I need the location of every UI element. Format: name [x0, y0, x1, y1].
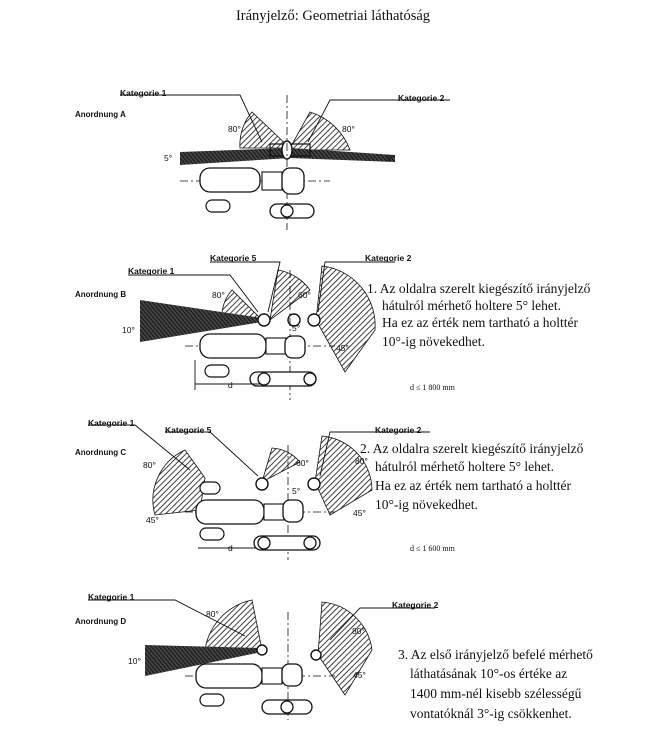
- angle-label: 60°: [298, 290, 311, 300]
- visibility-sector: [180, 148, 290, 165]
- wheel: [195, 663, 263, 689]
- wheel: [195, 499, 265, 525]
- visibility-sector: [289, 111, 351, 151]
- angle-label: 80°: [228, 124, 241, 134]
- note-line: hátulról mérhető holtere 5° lehet.: [382, 298, 561, 313]
- arrangement-label: Anordnung C: [75, 448, 127, 457]
- category-label: Kategorie 1: [88, 592, 135, 602]
- angle-label: 80°: [212, 290, 225, 300]
- arrangement-d-drawing: [88, 599, 435, 720]
- note-line: 2. Az oldalra szerelt kiegészítő irányje…: [360, 441, 584, 456]
- visibility-sector: [261, 447, 301, 483]
- angle-label: 80°: [352, 626, 365, 636]
- note-line: láthatásának 10°-os értéke az: [410, 666, 568, 681]
- angle-label: 80°: [355, 456, 368, 466]
- wheel: [199, 693, 225, 707]
- wheel: [253, 535, 321, 551]
- category-label: Kategorie 5: [165, 425, 212, 435]
- wheel: [199, 167, 261, 193]
- wheel: [281, 167, 305, 195]
- arrangement-c-drawing: [88, 424, 430, 560]
- category-label: Kategorie 2: [375, 425, 422, 435]
- arrangement-label: Anordnung A: [75, 110, 126, 119]
- angle-label: 80°: [143, 460, 156, 470]
- visibility-sector: [239, 111, 292, 149]
- arrangement-label: Anordnung B: [75, 290, 127, 299]
- note-line: Ha ez az érték nem tartható a holttér: [375, 478, 572, 493]
- angle-label: 10°: [128, 656, 141, 666]
- note-line: vontatóknál 3°-ig csökkenhet.: [410, 706, 572, 721]
- angle-label: 5°: [292, 486, 301, 496]
- lamp: [257, 313, 271, 327]
- category-label: Kategorie 1: [128, 266, 175, 276]
- visibility-sector: [317, 601, 373, 696]
- lamp: [255, 477, 269, 491]
- category-label: Kategorie 2: [365, 253, 412, 263]
- lamp: [307, 477, 321, 491]
- angle-label: 45°: [353, 670, 366, 680]
- angle-label: 80°: [342, 124, 355, 134]
- angle-label: 45°: [353, 508, 366, 518]
- lamp: [287, 313, 301, 327]
- lamp: [256, 644, 268, 656]
- angle-label: 45°: [336, 343, 349, 353]
- note-line: 10°-ig növekedhet.: [375, 497, 478, 512]
- wheel: [281, 663, 303, 687]
- angle-label: 5°: [164, 153, 173, 163]
- wheel: [199, 527, 225, 541]
- angle-label: 10°: [122, 325, 135, 335]
- visibility-sector: [145, 645, 262, 676]
- note-line: 3. Az első irányjelző befelé mérhető: [398, 647, 593, 662]
- note-line: Ha ez az érték nem tartható a holttér: [382, 315, 579, 330]
- wheel: [205, 199, 231, 213]
- wheel: [204, 364, 230, 378]
- wheel: [199, 333, 267, 359]
- visibility-sector: [152, 449, 206, 516]
- dimension-label: d: [228, 380, 233, 390]
- visibility-sector: [290, 148, 395, 162]
- category-label: Kategorie 2: [392, 600, 439, 610]
- angle-label: 5°: [386, 153, 395, 163]
- lamp: [307, 313, 321, 327]
- category-label: Kategorie 2: [398, 93, 445, 103]
- wheel: [284, 335, 306, 359]
- angle-label: 60°: [296, 458, 309, 468]
- dimension-note: d ≤ 1 800 mm: [410, 383, 455, 392]
- arrangement-b-drawing: [128, 261, 395, 400]
- visibility-sector: [315, 265, 376, 373]
- note-line: hátulról mérhető holtere 5° lehet.: [375, 459, 554, 474]
- arrangement-a-drawing: [120, 94, 450, 230]
- lamp: [310, 649, 322, 661]
- arrangement-label: Anordnung D: [75, 617, 127, 626]
- note-line: 1400 mm-nél kisebb szélességű: [410, 686, 582, 701]
- category-label: Kategorie 1: [120, 88, 167, 98]
- angle-label: 45°: [146, 515, 159, 525]
- visibility-sector: [140, 300, 262, 342]
- page-title: Irányjelző: Geometriai láthatóság: [235, 8, 431, 24]
- dimension-note: d ≤ 1 600 mm: [410, 544, 455, 553]
- visibility-sector: [204, 599, 263, 651]
- category-label: Kategorie 5: [210, 253, 257, 263]
- dimension-label: d: [228, 543, 233, 553]
- wheel: [282, 499, 304, 523]
- angle-label: 80°: [206, 609, 219, 619]
- note-line: 1. Az oldalra szerelt kiegészítő irányje…: [367, 281, 591, 296]
- note-line: 10°-ig növekedhet.: [382, 334, 485, 349]
- category-label: Kategorie 1: [88, 418, 135, 428]
- angle-label: 5°: [292, 323, 301, 333]
